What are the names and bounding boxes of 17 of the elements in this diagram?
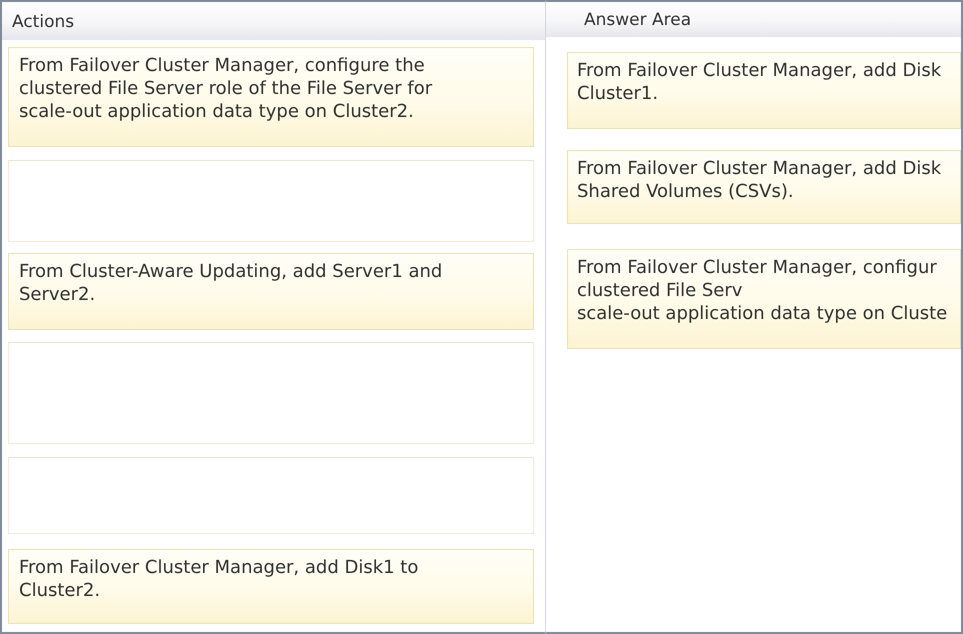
action-text: From Cluster-Aware Updating, add Server1 and Server2.: [19, 260, 444, 306]
action-text: From Failover Cluster Manager, add Disk Shared Volumes (CSVs).: [577, 157, 942, 203]
action-tile: [8, 253, 534, 330]
action-text: From Failover Cluster Manager, configur clustered File Serv scale-out application data type on Cluste: [577, 256, 948, 325]
action-tile: [567, 52, 961, 129]
action-tile: [8, 47, 534, 147]
action-text: From Failover Cluster Manager, configure the clustered File Server role of the File Server for scale-out application data type on Cluster2.: [19, 54, 434, 123]
action-text: From Failover Cluster Manager, add Disk Cluster1.: [577, 59, 942, 105]
empty-slot: [8, 457, 534, 534]
action-text: From Failover Cluster Manager, add Disk1 to Cluster2.: [19, 556, 420, 602]
panel: [546, 0, 963, 634]
action-tile: [8, 549, 534, 624]
action-tile: [567, 150, 961, 224]
panel: [0, 0, 546, 634]
empty-slot: [8, 160, 534, 242]
action-tile: [567, 249, 961, 349]
empty-slot: [8, 342, 534, 444]
